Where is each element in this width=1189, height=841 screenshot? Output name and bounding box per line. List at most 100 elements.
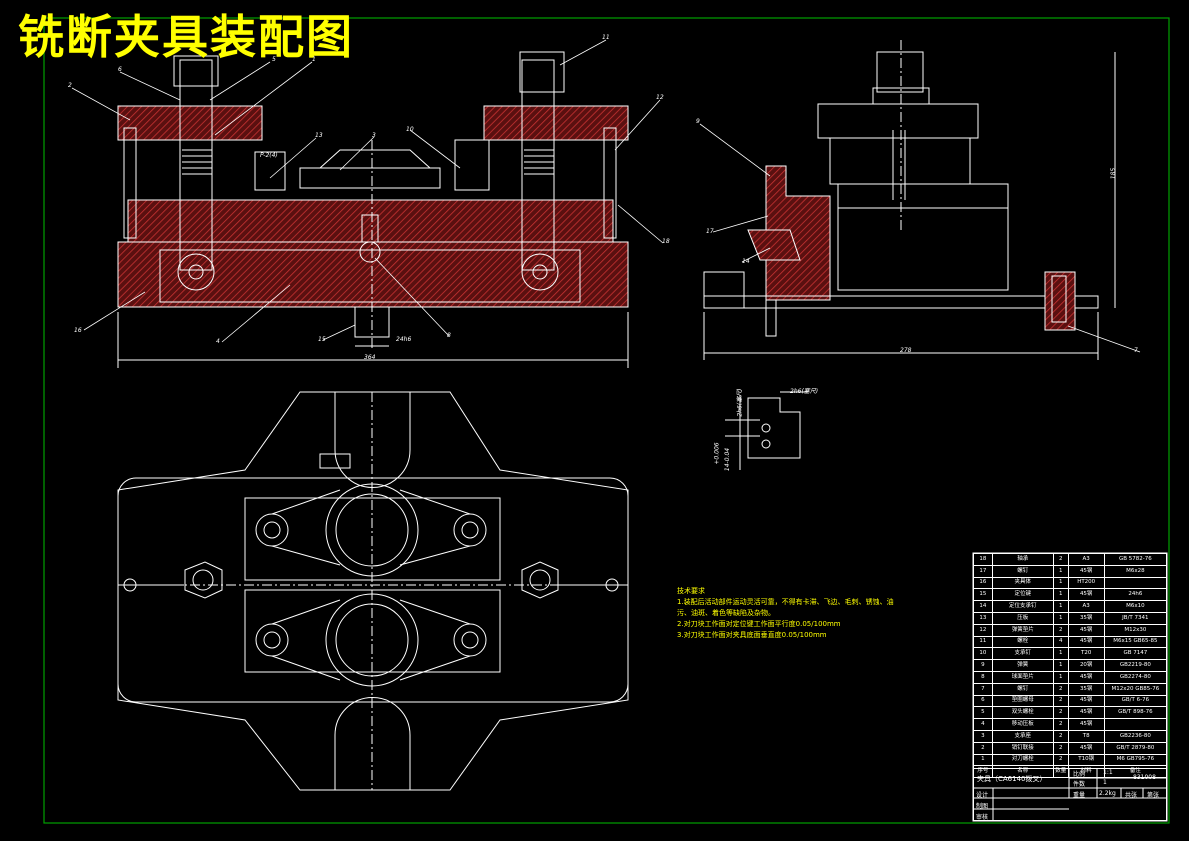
parts-list-cell: T10钢 xyxy=(1067,753,1105,767)
parts-list-cell: 压板 xyxy=(991,611,1054,625)
parts-list-cell: A3 xyxy=(1067,600,1105,613)
parts-list-cell: GB/T 898-76 xyxy=(1103,706,1168,720)
parts-list-cell: 双头螺栓 xyxy=(991,706,1054,720)
parts-list-cell: 45钢 xyxy=(1067,623,1105,637)
parts-list-cell: M12x20 GB85-76 xyxy=(1103,682,1168,696)
parts-list-cell: 20钢 xyxy=(1067,659,1105,672)
tb-scale-label: 比例 xyxy=(1073,771,1086,778)
parts-list-cell: 18 xyxy=(973,553,993,566)
parts-list-cell: 2 xyxy=(1052,553,1069,566)
parts-list-cell: 1 xyxy=(973,753,993,767)
dim-height-side: 185 xyxy=(1110,167,1118,180)
parts-list-cell: 2 xyxy=(1052,694,1069,708)
parts-list-cell: 14 xyxy=(973,600,993,613)
parts-list-cell: GB 7147 xyxy=(1103,647,1168,661)
parts-list-cell: 定位支承钉 xyxy=(991,600,1054,613)
parts-list-cell: 弹簧垫片 xyxy=(991,623,1054,637)
parts-list-cell: 弹簧 xyxy=(991,659,1054,672)
parts-list-cell: HT200 xyxy=(1067,576,1105,590)
parts-list-cell: 5 xyxy=(973,706,993,720)
parts-list-cell: GB/T 2879-80 xyxy=(1103,741,1168,755)
parts-list-cell: 13 xyxy=(973,611,993,625)
label-14: 14 xyxy=(742,258,750,265)
title-block: 夹具（CA6140拨叉） 比例 1:1 件数 1 831008 重量 2.2kg… xyxy=(973,768,1167,821)
tb-weight: 2.2kg xyxy=(1099,790,1116,797)
notes-heading: 技术要求 xyxy=(677,587,705,595)
parts-list-cell: GB2219-80 xyxy=(1103,659,1168,672)
setting-block-detail xyxy=(725,391,808,470)
parts-list-cell: 8 xyxy=(973,670,993,684)
parts-list-cell: M6 GB795-76 xyxy=(1103,753,1168,767)
side-view xyxy=(703,40,1116,360)
parts-list-cell xyxy=(1103,718,1168,731)
notes-line-1: 1.装配后活动部件运动灵活可靠，不得有卡滞、飞边、毛刺、锈蚀、油 xyxy=(677,598,894,606)
label-18: 18 xyxy=(662,238,670,245)
label-6: 6 xyxy=(118,66,122,73)
tb-part: 夹具（CA6140拨叉） xyxy=(977,775,1047,783)
parts-list-cell: 45钢 xyxy=(1067,588,1105,602)
parts-list-cell: 1 xyxy=(1052,588,1069,602)
parts-list-cell: 4 xyxy=(1052,635,1069,649)
label-1: 1 xyxy=(312,56,316,63)
parts-list-cell: 2 xyxy=(1052,706,1069,720)
parts-list-cell: 1 xyxy=(1052,576,1069,590)
label-5: 5 xyxy=(272,56,276,63)
parts-list-cell: M6x28 xyxy=(1103,564,1168,578)
title-block-grid xyxy=(973,768,1167,821)
parts-list-cell: 支承钉 xyxy=(991,647,1054,661)
parts-list-cell: 45钢 xyxy=(1067,564,1105,578)
side-leader-lines xyxy=(699,123,1141,353)
dim-thread: P-2(4) xyxy=(260,152,278,159)
parts-list-cell: 1 xyxy=(1052,611,1069,625)
tb-design: 设计 xyxy=(976,792,989,799)
label-15: 15 xyxy=(318,336,326,343)
parts-list-cell: 1 xyxy=(1052,670,1069,684)
bom-outline xyxy=(972,552,1168,822)
parts-list-cell: M12x30 xyxy=(1103,623,1168,637)
parts-list-cell: 夹具体 xyxy=(991,576,1054,590)
dim-width-front: 364 xyxy=(364,354,376,361)
parts-list-cell: 45钢 xyxy=(1067,706,1105,720)
label-3: 3 xyxy=(372,132,376,139)
parts-list-cell: GB 5782-76 xyxy=(1103,553,1168,566)
parts-list-cell: 轴承 xyxy=(991,553,1054,566)
dim-width-side: 278 xyxy=(900,347,912,354)
parts-list-cell: 垫圈螺母 xyxy=(991,694,1054,708)
top-view xyxy=(117,391,629,791)
parts-list-cell: 12 xyxy=(973,623,993,637)
parts-list-cell: GB2236-80 xyxy=(1103,729,1168,743)
parts-list-cell: 2 xyxy=(1052,741,1069,755)
parts-list-cell: 对刀螺栓 xyxy=(991,753,1054,767)
parts-list-cell: M6x15 GB65-85 xyxy=(1103,635,1168,649)
label-11: 11 xyxy=(602,34,610,41)
drawing-border xyxy=(43,17,1170,824)
front-view xyxy=(117,51,629,368)
parts-list-cell: 1 xyxy=(1052,647,1069,661)
parts-list-cell: M6x10 xyxy=(1103,600,1168,613)
leader-lines xyxy=(71,39,664,343)
parts-list-cell: JB/T 7341 xyxy=(1103,611,1168,625)
parts-list-cell: 35钢 xyxy=(1067,611,1105,625)
dim-tol-a: +0.006 xyxy=(713,442,721,465)
technical-notes: 技术要求 1.装配后活动部件运动灵活可靠，不得有卡滞、飞边、毛刺、锈蚀、油 污、… xyxy=(677,586,894,641)
label-16: 16 xyxy=(74,327,82,334)
parts-list-cell: GB2274-80 xyxy=(1103,670,1168,684)
parts-list-cell: 2 xyxy=(1052,729,1069,743)
parts-list-cell: 24h6 xyxy=(1103,588,1168,602)
dim-tol-b: 14-0.04 xyxy=(724,447,732,472)
tb-check: 审核 xyxy=(976,814,989,821)
parts-list-cell: T20 xyxy=(1067,647,1105,661)
tb-code: 831008 xyxy=(1133,774,1156,781)
parts-list-cell: 45钢 xyxy=(1067,635,1105,649)
parts-list-cell: 2 xyxy=(1052,682,1069,696)
tb-qty-label: 件数 xyxy=(1073,781,1086,788)
